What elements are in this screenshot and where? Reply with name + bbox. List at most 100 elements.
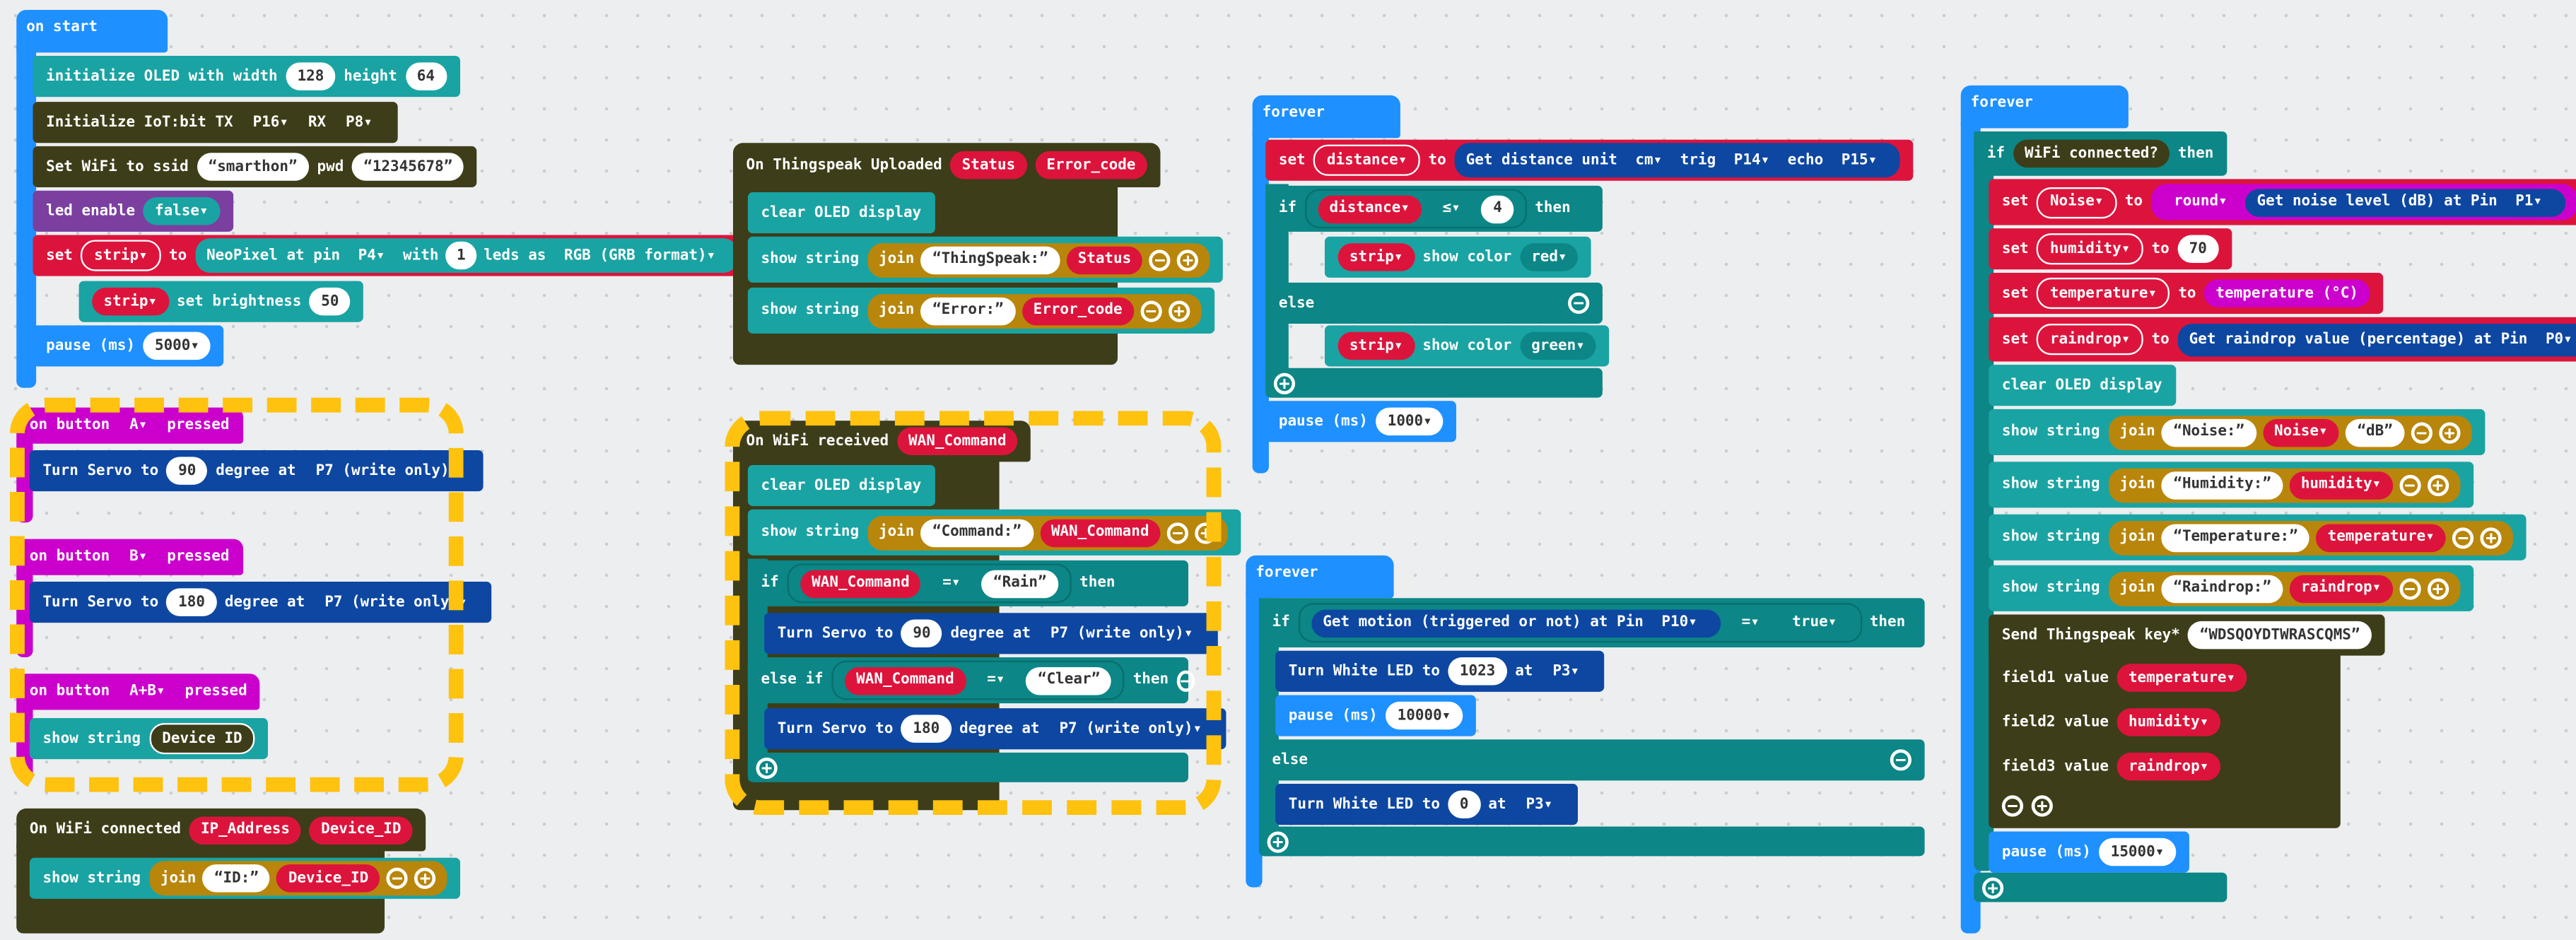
color-dropdown[interactable]: green xyxy=(1519,331,1597,360)
degree-input[interactable]: 90 xyxy=(901,619,942,648)
pin-dropdown[interactable]: P3 xyxy=(1541,657,1591,686)
device-id-reporter[interactable]: Device ID xyxy=(148,723,256,755)
color-dropdown[interactable]: red xyxy=(1519,243,1579,271)
string-input[interactable]: Clear xyxy=(1026,666,1112,695)
pause-block[interactable]: pause (ms) 5000 xyxy=(33,325,224,367)
raindrop-variable[interactable]: raindrop xyxy=(2117,752,2220,781)
button-b-hat[interactable]: on button B pressed xyxy=(16,539,243,575)
minus-icon[interactable]: − xyxy=(1176,669,1195,691)
led-enable-dropdown[interactable]: false xyxy=(143,197,220,225)
set-brightness-block[interactable]: strip set brightness 50 xyxy=(78,281,364,322)
ssid-input[interactable]: smarthon xyxy=(197,153,309,181)
join-block[interactable]: join ThingSpeak: Status − + xyxy=(867,242,1210,277)
wifi-connected-hat[interactable]: On WiFi connected IP_Address Device_ID xyxy=(16,808,426,852)
device-id-param[interactable]: Device_ID xyxy=(309,816,413,844)
compare-block[interactable]: WAN_Command = Rain xyxy=(787,563,1072,604)
show-string-block[interactable]: show string join Humidity: humidity − + xyxy=(1989,462,2473,508)
if-footer[interactable]: + xyxy=(1974,872,2227,903)
plus-icon[interactable]: + xyxy=(756,756,778,778)
show-string-block[interactable]: show string join Raindrop: raindrop − + xyxy=(1989,565,2473,611)
unit-dropdown[interactable]: cm xyxy=(1624,146,1674,175)
plus-icon[interactable]: + xyxy=(1267,830,1289,852)
show-color-block[interactable]: strip show color red xyxy=(1324,236,1592,278)
button-dropdown[interactable]: A+B xyxy=(117,678,177,706)
if-footer[interactable]: + xyxy=(1265,368,1603,398)
degree-input[interactable]: 180 xyxy=(901,715,952,743)
operator-dropdown[interactable]: = xyxy=(1730,609,1772,637)
strip-variable[interactable]: strip xyxy=(1337,331,1415,360)
show-string-block[interactable]: show string Device ID xyxy=(29,718,269,760)
turn-servo-block[interactable]: Turn Servo to 90 degree at P7 (write onl… xyxy=(29,450,484,492)
if-block[interactable]: if Get motion (triggered or not) at Pin … xyxy=(1258,598,1925,648)
pause-dropdown[interactable]: 1000 xyxy=(1376,407,1444,436)
if-block[interactable]: if distance ≤ 4 then xyxy=(1265,185,1603,232)
string-input[interactable]: Temperature: xyxy=(2162,523,2310,552)
pause-block[interactable]: pause (ms) 15000 xyxy=(1989,831,2189,873)
minus-icon[interactable]: − xyxy=(2001,794,2024,816)
rx-dropdown[interactable]: P8 xyxy=(334,108,385,136)
plus-icon[interactable]: + xyxy=(414,867,436,889)
plus-icon[interactable]: + xyxy=(2427,577,2449,599)
else-block[interactable]: else − xyxy=(1258,739,1925,781)
plus-icon[interactable]: + xyxy=(1168,300,1190,322)
boolean-dropdown[interactable]: true xyxy=(1781,609,1849,637)
turn-led-block[interactable]: Turn White LED to 1023 at P3 xyxy=(1275,650,1605,692)
send-thingspeak-block[interactable]: Send Thingspeak key* WDSQOYDTWRASCQMS xyxy=(1989,614,2385,656)
temperature-variable[interactable]: temperature xyxy=(2117,664,2247,692)
wan-command-variable[interactable]: WAN_Command xyxy=(844,666,966,695)
plus-icon[interactable]: + xyxy=(2480,527,2502,548)
api-key-input[interactable]: WDSQOYDTWRASCQMS xyxy=(2188,621,2372,650)
wan-command-variable[interactable]: WAN_Command xyxy=(800,569,922,598)
field3-row[interactable]: field3 value raindrop xyxy=(1989,746,2233,787)
operator-dropdown[interactable]: = xyxy=(931,569,972,598)
else-block[interactable]: else − xyxy=(1265,282,1603,324)
forever-3-hat[interactable]: forever xyxy=(1960,85,2129,129)
set-wifi-block[interactable]: Set WiFi to ssid smarthon pwd 12345678 xyxy=(33,146,478,188)
set-strip-block[interactable]: set strip to NeoPixel at pin P4 with 1 l… xyxy=(33,235,752,276)
raindrop-variable[interactable]: raindrop xyxy=(2037,324,2143,356)
led-value-input[interactable]: 0 xyxy=(1448,790,1480,818)
field-controls[interactable]: − + xyxy=(1989,787,2066,823)
minus-icon[interactable]: − xyxy=(2411,421,2432,443)
neopixel-block[interactable]: NeoPixel at pin P4 with 1 leds as RGB (G… xyxy=(194,238,739,273)
wifi-connected-condition[interactable]: WiFi connected? xyxy=(2013,139,2170,168)
show-string-block[interactable]: show string join ThingSpeak: Status − + xyxy=(747,236,1224,283)
pin-dropdown[interactable]: P10 xyxy=(1650,609,1709,637)
tx-dropdown[interactable]: P16 xyxy=(241,108,300,136)
init-oled-block[interactable]: initialize OLED with width 128 height 64 xyxy=(33,56,459,98)
string-input[interactable]: Humidity: xyxy=(2162,471,2283,499)
show-string-block[interactable]: show string join Noise: Noise dB − + xyxy=(1989,409,2486,456)
set-noise-block[interactable]: set Noise to round Get noise level (dB) … xyxy=(1989,179,2576,225)
compare-block[interactable]: distance ≤ 4 xyxy=(1304,189,1527,229)
join-block[interactable]: join Raindrop: raindrop − + xyxy=(2108,570,2460,606)
noise-variable[interactable]: Noise xyxy=(2037,186,2117,218)
wan-command-param[interactable]: WAN_Command xyxy=(896,427,1018,456)
string-input[interactable]: Raindrop: xyxy=(2162,574,2283,603)
plus-icon[interactable]: + xyxy=(2438,421,2461,443)
round-block[interactable]: round Get noise level (dB) at Pin P1 xyxy=(2150,184,2576,221)
set-temperature-block[interactable]: set temperature to temperature (°C) xyxy=(1989,272,2383,315)
width-input[interactable]: 128 xyxy=(286,62,336,90)
error-code-param[interactable]: Error_code xyxy=(1035,151,1147,180)
clear-oled-block[interactable]: clear OLED display xyxy=(1989,365,2176,406)
forever-2-hat[interactable]: forever xyxy=(1246,555,1394,599)
join-block[interactable]: join Noise: Noise dB − + xyxy=(2108,415,2472,450)
operator-dropdown[interactable]: ≤ xyxy=(1431,194,1472,223)
else-if-block[interactable]: else if WAN_Command = Clear then − xyxy=(747,657,1195,704)
minus-icon[interactable]: − xyxy=(1167,522,1189,544)
get-noise-block[interactable]: Get noise level (dB) at Pin P1 xyxy=(2245,188,2565,216)
show-string-block[interactable]: show string join Temperature: temperatur… xyxy=(1989,514,2527,560)
status-variable[interactable]: Status xyxy=(1066,245,1143,274)
operator-dropdown[interactable]: = xyxy=(975,666,1017,695)
minus-icon[interactable]: − xyxy=(1890,749,1911,771)
strip-variable[interactable]: strip xyxy=(92,287,169,316)
status-param[interactable]: Status xyxy=(950,151,1027,180)
show-string-block[interactable]: show string join Command: WAN_Command − … xyxy=(747,509,1241,556)
pwd-input[interactable]: 12345678 xyxy=(351,153,464,181)
set-raindrop-block[interactable]: set raindrop to Get raindrop value (perc… xyxy=(1989,317,2576,362)
get-distance-block[interactable]: Get distance unit cm trig P14 echo P15 xyxy=(1454,143,1900,178)
join-block[interactable]: join ID: Device_ID − + xyxy=(148,861,447,896)
led-value-input[interactable]: 1023 xyxy=(1448,657,1507,686)
pin-dropdown[interactable]: P7 (write only) xyxy=(1048,715,1214,743)
pin-dropdown[interactable]: P0 xyxy=(2534,325,2576,353)
